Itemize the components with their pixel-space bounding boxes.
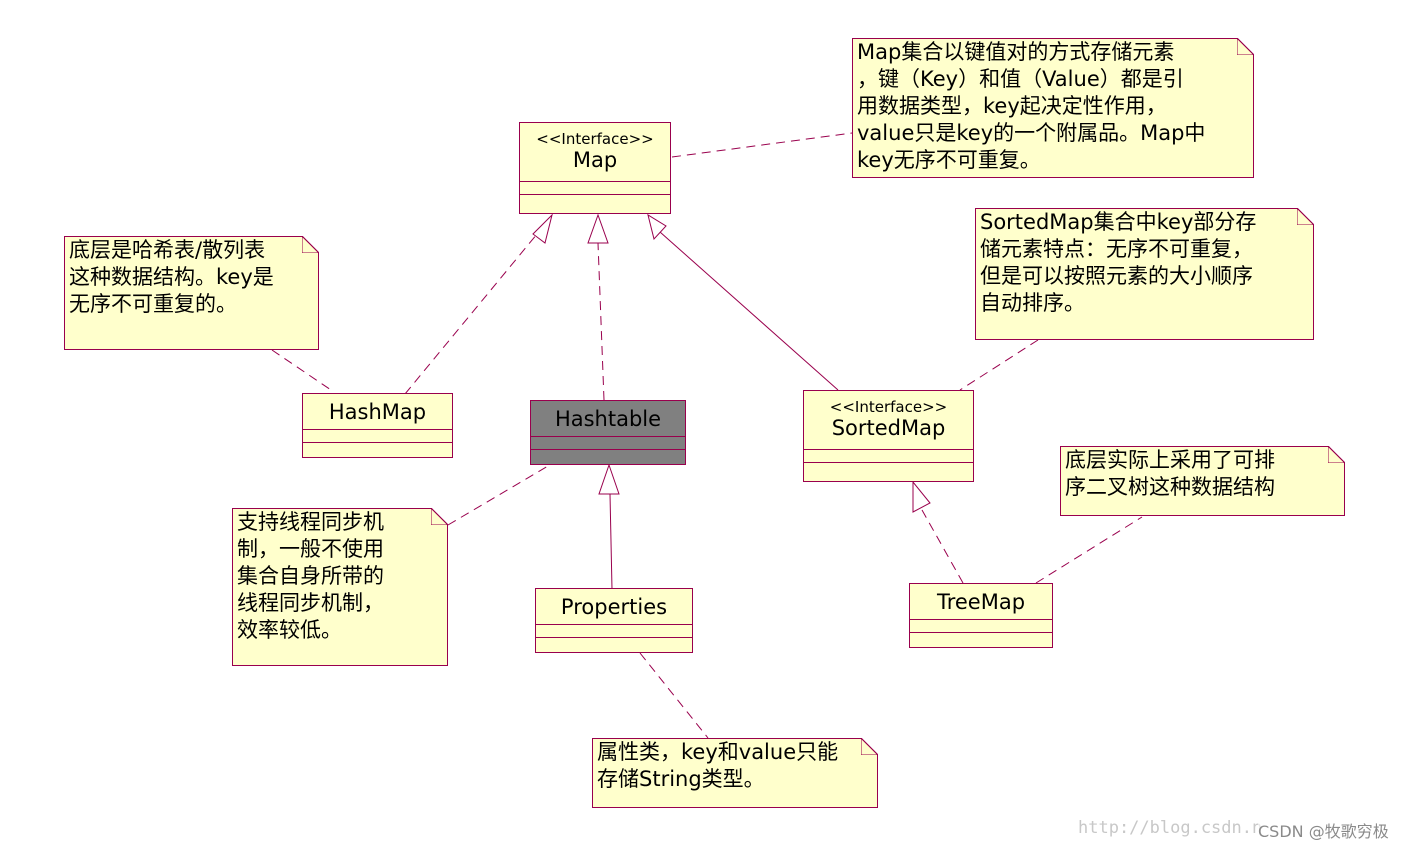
- sortedmap-note-anchor: [959, 339, 1039, 391]
- sortedmap-interface-box[interactable]: <<Interface>> SortedMap: [803, 390, 974, 482]
- hashtable-class-box[interactable]: Hashtable: [530, 400, 686, 465]
- hashtable-name: Hashtable: [554, 407, 662, 431]
- hashmap-attributes-section: [303, 430, 452, 443]
- hashtable-note-line: 线程同步机制，: [237, 591, 384, 615]
- csdn-credit: CSDN @牧歌穷极: [1258, 818, 1389, 842]
- properties-attributes-section: [536, 625, 692, 638]
- sortedmap-name: SortedMap: [831, 416, 946, 440]
- hashtable-note-line: 效率较低。: [237, 618, 342, 642]
- treemap-note-anchor: [1035, 516, 1143, 584]
- map-generalization-arrowhead: [647, 213, 667, 241]
- sortedmap-header: <<Interface>> SortedMap: [804, 391, 973, 450]
- properties-name: Properties: [560, 595, 668, 619]
- properties-to-hashtable-generalization: [609, 493, 613, 590]
- sortedmap-note-line: 但是可以按照元素的大小顺序: [980, 264, 1253, 288]
- sortedmap-to-map-generalization: [659, 231, 839, 391]
- properties-header: Properties: [536, 589, 692, 625]
- hashtable-note-anchor: [447, 465, 549, 526]
- map-name: Map: [572, 148, 618, 172]
- treemap-attributes-section: [910, 620, 1052, 633]
- hashtable-generalization-arrowhead: [598, 463, 620, 495]
- hashtable-to-map-realization: [597, 242, 605, 401]
- treemap-note-line: 序二叉树这种数据结构: [1065, 475, 1275, 499]
- hashtable-note-line: 制，一般不使用: [237, 537, 384, 561]
- sortedmap-note-line: 储元素特点：无序不可重复，: [980, 237, 1253, 261]
- map-realization-arrowhead-left: [532, 213, 553, 244]
- note-fold-corner: [1328, 446, 1345, 463]
- hashtable-header: Hashtable: [531, 401, 685, 437]
- treemap-header: TreeMap: [910, 584, 1052, 620]
- treemap-to-sortedmap-realization: [921, 509, 964, 584]
- blog-watermark: http://blog.csdn.n: [1078, 818, 1263, 838]
- note-fold-corner: [1297, 208, 1314, 225]
- hashmap-class-box[interactable]: HashMap: [302, 393, 453, 458]
- properties-note-line: 存储String类型。: [597, 767, 765, 791]
- hashmap-note-line: 这种数据结构。key是: [69, 265, 274, 289]
- map-attributes-section: [520, 182, 670, 195]
- map-header: <<Interface>> Map: [520, 123, 670, 182]
- hashmap-note-anchor: [271, 349, 335, 393]
- properties-note-anchor: [639, 652, 709, 739]
- map-interface-box[interactable]: <<Interface>> Map: [519, 122, 671, 214]
- map-note-line: ，键（Key）和值（Value）都是引: [857, 67, 1184, 91]
- sortedmap-note-line: SortedMap集合中key部分存: [980, 210, 1257, 234]
- sortedmap-realization-arrowhead: [912, 480, 931, 513]
- treemap-note-line: 底层实际上采用了可排: [1065, 448, 1275, 472]
- hashmap-to-map-realization: [404, 227, 543, 395]
- treemap-class-box[interactable]: TreeMap: [909, 583, 1053, 648]
- sortedmap-stereotype: <<Interface>>: [829, 398, 948, 416]
- map-stereotype: <<Interface>>: [536, 130, 654, 148]
- map-note-line: key无序不可重复。: [857, 148, 1041, 172]
- sortedmap-note-line: 自动排序。: [980, 291, 1085, 315]
- hashmap-note: 底层是哈希表/散列表 这种数据结构。key是 无序不可重复的。: [64, 236, 319, 350]
- note-fold-corner: [302, 236, 319, 253]
- hashmap-note-line: 底层是哈希表/散列表: [69, 238, 266, 262]
- sortedmap-attributes-section: [804, 450, 973, 463]
- hashmap-header: HashMap: [303, 394, 452, 430]
- note-fold-corner: [431, 508, 448, 525]
- hashtable-note-line: 集合自身所带的: [237, 564, 384, 588]
- hashtable-note: 支持线程同步机 制，一般不使用 集合自身所带的 线程同步机制， 效率较低。: [232, 508, 448, 666]
- map-note-line: value只是key的一个附属品。Map中: [857, 121, 1206, 145]
- map-realization-arrowhead-center: [587, 213, 609, 244]
- sortedmap-note: SortedMap集合中key部分存 储元素特点：无序不可重复， 但是可以按照元…: [975, 208, 1314, 340]
- hashtable-attributes-section: [531, 437, 685, 450]
- treemap-name: TreeMap: [936, 590, 1026, 614]
- note-fold-corner: [861, 738, 878, 755]
- note-fold-corner: [1237, 38, 1254, 55]
- properties-note: 属性类，key和value只能 存储String类型。: [592, 738, 878, 808]
- properties-class-box[interactable]: Properties: [535, 588, 693, 653]
- hashmap-note-line: 无序不可重复的。: [69, 292, 237, 316]
- hashtable-note-line: 支持线程同步机: [237, 510, 384, 534]
- map-note-line: Map集合以键值对的方式存储元素: [857, 40, 1175, 64]
- map-note: Map集合以键值对的方式存储元素 ，键（Key）和值（Value）都是引 用数据…: [852, 38, 1254, 178]
- map-note-line: 用数据类型，key起决定性作用，: [857, 94, 1167, 118]
- properties-note-line: 属性类，key和value只能: [597, 740, 839, 764]
- hashmap-name: HashMap: [328, 400, 427, 424]
- treemap-note: 底层实际上采用了可排 序二叉树这种数据结构: [1060, 446, 1345, 516]
- map-note-anchor: [671, 132, 853, 158]
